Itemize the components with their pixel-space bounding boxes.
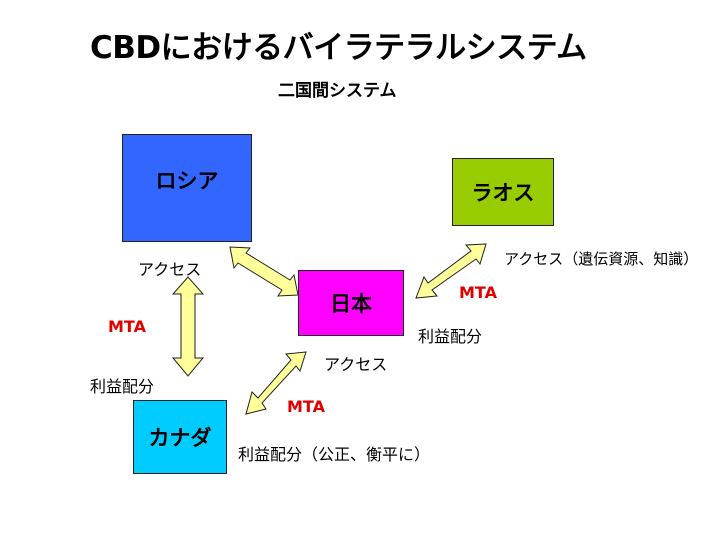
arrow-canada-japan — [245, 351, 307, 415]
node-russia: ロシア — [122, 134, 252, 242]
node-laos-label: ラオス — [471, 181, 535, 205]
label-benefit-russia-canada: 利益配分 — [90, 377, 155, 396]
node-russia-label: ロシア — [155, 169, 219, 193]
slide-title: CBDにおけるバイラテラルシステム — [90, 30, 587, 66]
node-japan-label: 日本 — [330, 292, 372, 316]
label-access-canada-japan: アクセス — [324, 355, 388, 374]
arrow-russia-canada — [171, 276, 205, 377]
arrow-laos-japan — [415, 243, 487, 299]
node-canada-label: カナダ — [148, 426, 212, 450]
label-benefit-canada-japan: 利益配分（公正、衡平に） — [238, 445, 431, 464]
arrow-russia-japan — [229, 246, 299, 297]
label-mta-canada-japan: MTA — [287, 397, 325, 416]
label-mta-russia-canada: MTA — [108, 317, 146, 336]
label-mta-laos: MTA — [459, 283, 497, 302]
label-access-russia-japan: アクセス — [138, 260, 202, 279]
label-benefit-laos: 利益配分 — [418, 327, 483, 346]
node-laos: ラオス — [452, 158, 554, 226]
node-canada: カナダ — [133, 400, 227, 474]
node-japan: 日本 — [298, 270, 404, 336]
slide-subtitle: 二国間システム — [278, 81, 397, 101]
label-access-laos: アクセス（遺伝資源、知識） — [504, 250, 699, 268]
